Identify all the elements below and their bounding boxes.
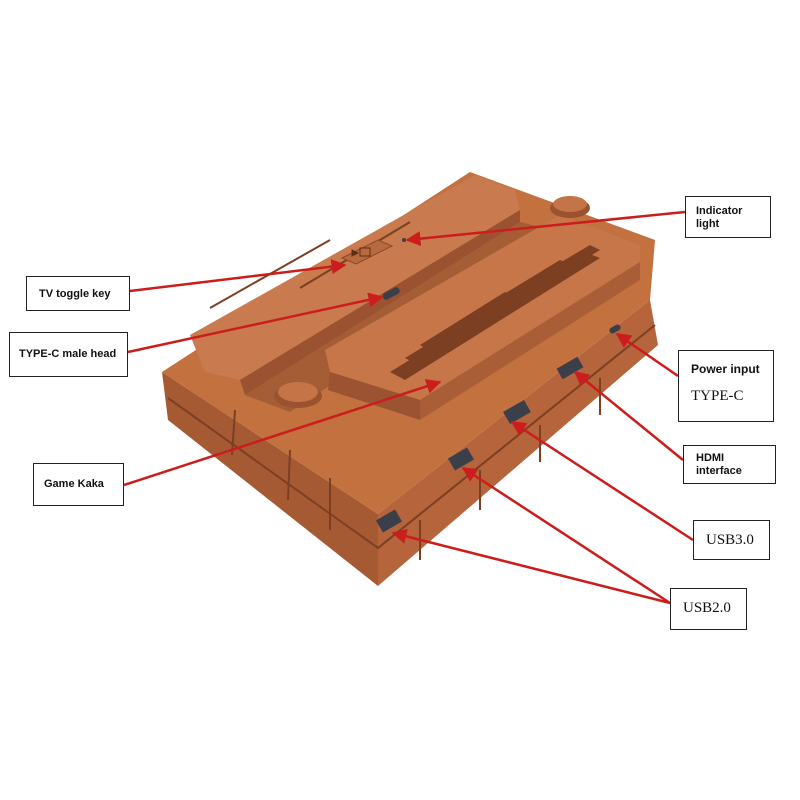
callout-indicator-light-label: Indicator light — [696, 205, 743, 230]
callout-hdmi-interface: HDMI interface — [683, 445, 776, 484]
arrow-tv-toggle-key — [129, 259, 347, 293]
type-c-power-port — [609, 324, 621, 334]
arrow-usb20-left — [391, 529, 671, 605]
round-peg-left — [274, 382, 322, 408]
dock-body — [162, 172, 658, 586]
arrow-usb30 — [510, 420, 694, 542]
center-block-front — [420, 262, 640, 420]
callout-usb30: USB3.0 — [693, 520, 770, 560]
usb30-port — [503, 399, 531, 425]
callout-game-kaka-label: Game Kaka — [44, 478, 104, 490]
arrow-power-input — [615, 332, 679, 378]
callout-game-kaka: Game Kaka — [33, 463, 124, 506]
usb20-port-right — [447, 447, 475, 471]
callout-usb20: USB2.0 — [670, 588, 747, 630]
callout-arrows — [123, 210, 694, 605]
top-rail — [190, 175, 520, 380]
callout-usb20-label: USB2.0 — [683, 600, 731, 616]
vent-grille — [390, 245, 600, 380]
arrow-game-kaka — [123, 379, 442, 487]
callout-type-c-male-head-label: TYPE-C male head — [19, 348, 117, 360]
arrow-hdmi — [573, 371, 684, 461]
callout-type-c-male-head: TYPE-C male head — [9, 332, 128, 377]
arrow-usb20-right — [461, 466, 671, 605]
ports — [375, 324, 621, 533]
center-block-side — [328, 372, 420, 420]
callout-power-input: Power input TYPE-C — [678, 350, 774, 422]
hdmi-port — [556, 356, 584, 380]
type-c-male-head — [382, 287, 400, 300]
callout-hdmi-interface-label: HDMI interface — [696, 452, 742, 477]
callout-tv-toggle-key: TV toggle key — [26, 276, 130, 311]
callout-power-input-label: Power input — [691, 362, 760, 376]
arrow-indicator-light — [405, 210, 686, 247]
usb20-port-left — [375, 509, 403, 533]
front-face — [162, 372, 378, 586]
callout-usb30-label: USB3.0 — [706, 532, 754, 548]
indicator-light — [402, 238, 406, 242]
arrow-type-c-male-head — [127, 292, 384, 354]
callout-tv-toggle-key-label: TV toggle key — [39, 288, 111, 300]
tv-toggle-key[interactable] — [340, 239, 394, 265]
tv-toggle-icon — [351, 247, 371, 257]
callout-indicator-light: Indicator light — [685, 196, 771, 238]
callout-power-input-sublabel: TYPE-C — [691, 388, 744, 404]
round-peg-right — [550, 196, 590, 218]
